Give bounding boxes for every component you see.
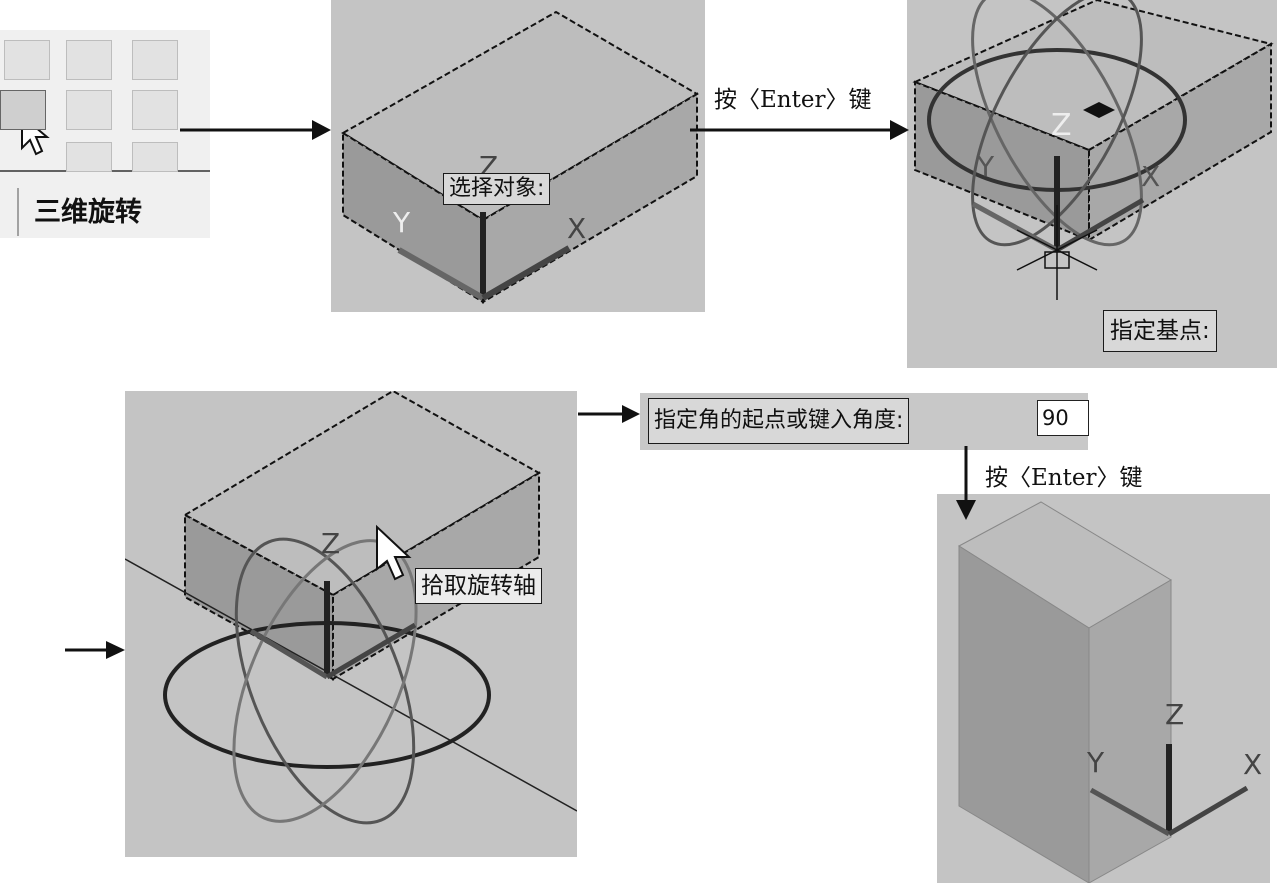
arrowhead-3 — [622, 405, 640, 423]
box-drawing-4 — [958, 501, 1249, 883]
axis-label-x: X — [1141, 160, 1161, 193]
viewport-select-objects[interactable]: Y Z X 选择对象: — [331, 0, 705, 312]
axis-label-z: Z — [1051, 108, 1072, 143]
axis-label-y: Y — [393, 206, 411, 239]
enter-key-caption-2: 按〈Enter〉键 — [985, 465, 1143, 491]
box-left-face — [914, 80, 1090, 242]
viewport-pick-rotation-axis[interactable]: Z 拾取旋转轴 — [125, 391, 577, 857]
toolbar-panel: 三维旋转 — [0, 30, 210, 238]
box-left-face — [958, 545, 1090, 883]
cursor-arrow-icon — [376, 524, 412, 581]
select-objects-prompt: 选择对象: — [443, 173, 551, 205]
box-right-face — [1088, 579, 1172, 883]
box-drawing-1 — [341, 10, 699, 304]
arrowhead-5 — [106, 641, 125, 659]
angle-input[interactable]: 90 — [1037, 400, 1089, 436]
axis-label-x: X — [567, 212, 587, 245]
axis-label-z: Z — [321, 527, 341, 560]
angle-prompt: 指定角的起点或键入角度: — [648, 398, 910, 444]
ucs-icon — [249, 581, 417, 680]
viewport-specify-base-point[interactable]: Z Y X 指定基点: — [907, 0, 1277, 368]
pick-rotation-axis-prompt: 拾取旋转轴 — [415, 568, 542, 604]
arrowhead-1 — [312, 120, 331, 140]
axis-label-y: Y — [977, 150, 995, 183]
toolbar-button-row3-b[interactable] — [132, 142, 178, 172]
rotate-button[interactable] — [66, 90, 112, 130]
ucs-icon — [1089, 744, 1249, 837]
axis-label-z: Z — [1165, 698, 1185, 731]
toolbar-button-row3-a[interactable] — [66, 142, 112, 172]
ucs-icon — [397, 212, 571, 301]
3d-mirror-button[interactable] — [132, 90, 178, 130]
tooltip-3d-rotate: 三维旋转 — [34, 197, 142, 228]
axis-label-x: X — [1243, 748, 1263, 781]
box-drawing-2 — [912, 0, 1274, 300]
specify-base-point-prompt: 指定基点: — [1103, 310, 1217, 352]
rotation-axis-line — [125, 558, 577, 812]
viewport-result[interactable]: Z Y X — [937, 494, 1270, 883]
axis-label-y: Y — [1087, 746, 1105, 779]
3d-align-button[interactable] — [132, 40, 178, 80]
ucs-icon — [971, 102, 1145, 300]
box-drawing-3 — [125, 391, 577, 825]
3d-move-button[interactable] — [66, 40, 112, 80]
3d-orbit-button[interactable] — [4, 40, 50, 80]
3d-rotate-button[interactable] — [0, 90, 46, 130]
enter-key-caption-1: 按〈Enter〉键 — [714, 87, 872, 113]
